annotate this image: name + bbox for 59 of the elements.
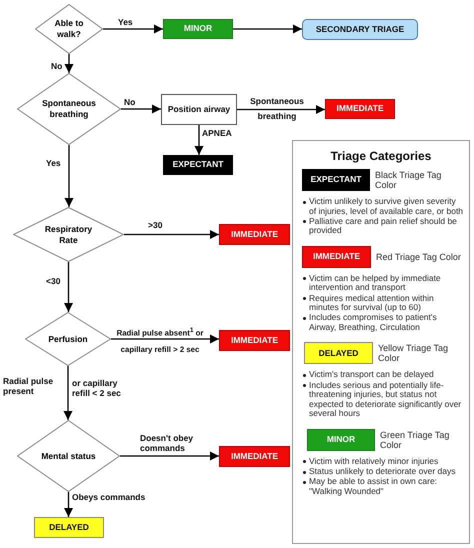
- edge-label: <30: [46, 276, 62, 286]
- triage-tag: IMMEDIATE: [219, 330, 290, 351]
- bullet-text: Palliative care and pain relief should be provided: [309, 216, 458, 236]
- arrow: [194, 125, 204, 155]
- arrow: [64, 492, 73, 517]
- tag-caption: Red Triage Tag Color: [376, 252, 461, 262]
- arrow: [64, 262, 73, 312]
- bullet-text: Victim unlikely to survive given severity of injuries, level of available care, or both: [309, 197, 464, 216]
- edge-label: Doesn't obey commands: [140, 433, 194, 453]
- bullet-text: Includes compromises to patient's Airway, Breathing, Circulation: [309, 313, 438, 332]
- arrow: [237, 105, 325, 114]
- bullet-text: Includes serious and potentially life-threatening injuries, but status not expected to deteriorate significantly over several hours: [309, 380, 462, 419]
- edge-label: No: [51, 61, 64, 71]
- triage-tag: MINOR: [163, 19, 233, 39]
- bullet-text: Requires medical attention within minutes for survival (up to 60): [309, 294, 435, 313]
- triage-tag: EXPECTANT: [163, 155, 233, 175]
- tag-caption: Green Triage Tag Color: [380, 430, 450, 450]
- edge-label: or capillary refill < 2 sec: [72, 378, 122, 398]
- arrow: [111, 334, 219, 344]
- arrow: [103, 24, 163, 34]
- edge-label: >30: [148, 220, 164, 230]
- process-box: Position airway: [161, 94, 237, 125]
- edge-label: Yes: [118, 17, 134, 27]
- bullet-text: May be able to assist in own care: "Walking Wounded": [309, 477, 438, 496]
- arrow: [64, 54, 74, 73]
- decision-label: Mental status: [41, 450, 96, 462]
- arrow: [64, 145, 74, 207]
- triage-tag: IMMEDIATE: [302, 246, 371, 268]
- decision-label: Able to walk?: [54, 18, 84, 40]
- branch-label: Radial pulse present: [3, 376, 54, 396]
- bullet-text: Victim's transport can be delayed: [309, 370, 435, 380]
- legend-title: Triage Categories: [330, 149, 432, 163]
- bullet-text: Victim with relatively minor injuries: [309, 456, 440, 466]
- triage-tag: DELAYED: [304, 342, 373, 364]
- decision-label: Spontaneous breathing: [41, 98, 97, 120]
- bullet-text: Victim can be helped by immediate intervention and transport: [309, 274, 442, 294]
- edge-label: Yes: [46, 158, 62, 168]
- edge-label: APNEA: [202, 128, 233, 138]
- tag-caption: Black Triage Tag Color: [375, 170, 442, 190]
- triage-tag: IMMEDIATE: [219, 446, 290, 467]
- bullet-text: Status unlikely to deteriorate over days: [309, 467, 456, 477]
- triage-tag: IMMEDIATE: [219, 224, 290, 245]
- arrow: [120, 452, 219, 460]
- decision-label: Perfusion: [48, 334, 88, 344]
- decision-label: Respiratory Rate: [44, 224, 94, 246]
- arrow: [124, 230, 219, 239]
- tag-caption: Yellow Triage Tag Color: [378, 343, 450, 364]
- triage-tag: EXPECTANT: [302, 169, 370, 191]
- edge-label: No: [124, 97, 136, 107]
- arrow: [233, 24, 302, 34]
- edge-label: Obeys commands: [72, 492, 146, 502]
- triage-tag: DELAYED: [34, 517, 104, 538]
- process-box: SECONDARY TRIAGE: [302, 19, 418, 40]
- arrow: [64, 366, 72, 420]
- triage-tag: IMMEDIATE: [325, 99, 395, 119]
- edge-label: Spontaneous breathing: [249, 95, 305, 123]
- triage-tag: MINOR: [307, 428, 375, 451]
- arrow: [121, 104, 161, 114]
- legend-panel: [292, 140, 470, 544]
